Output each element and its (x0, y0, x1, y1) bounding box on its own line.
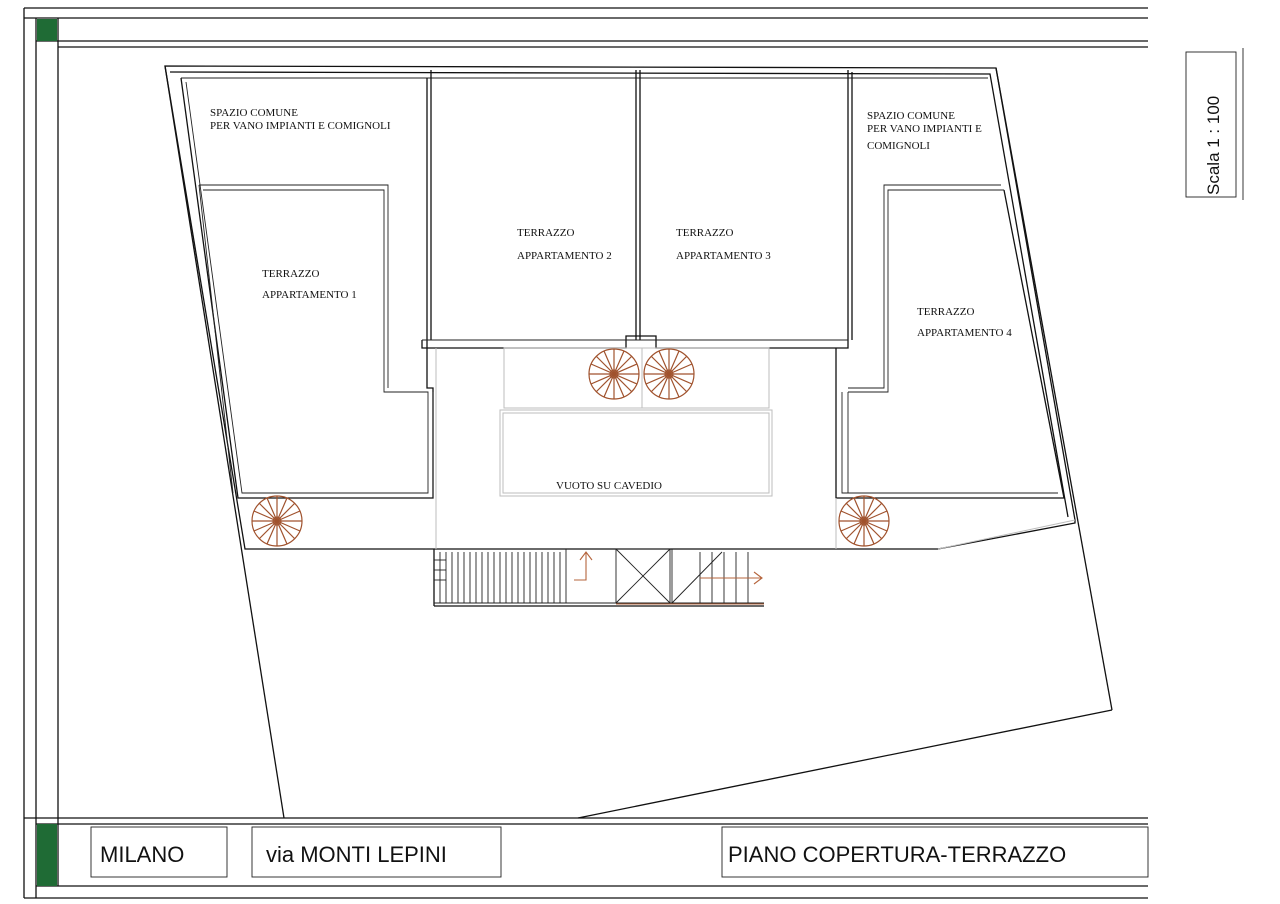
common-space-left-line-2: PER VANO IMPIANTI E COMIGNOLI (210, 120, 391, 132)
terrace-3-title: TERRAZZO (676, 227, 733, 239)
scale-box: Scala 1 : 100 (1185, 48, 1244, 200)
main-staircase (433, 548, 764, 607)
plot-outline (164, 65, 1113, 819)
terrace-1-title: TERRAZZO (262, 268, 319, 280)
common-space-right-line-2: PER VANO IMPIANTI E (867, 123, 982, 135)
terrace-4-title: TERRAZZO (917, 306, 974, 318)
city-label: MILANO (100, 842, 184, 867)
void-label: VUOTO SU CAVEDIO (556, 480, 662, 492)
terrace-2-title: TERRAZZO (517, 227, 574, 239)
spiral-stair-4 (838, 495, 890, 547)
building-walls (164, 65, 1076, 550)
common-space-right-line-3: COMIGNOLI (867, 140, 930, 152)
terrace-4-apartment: APPARTAMENTO 4 (917, 327, 1012, 339)
room-labels: SPAZIO COMUNE PER VANO IMPIANTI E COMIGN… (210, 107, 1012, 492)
courtyard-area (435, 347, 1076, 550)
terrace-3-apartment: APPARTAMENTO 3 (676, 250, 771, 262)
title-block: MILANO via MONTI LEPINI PIANO COPERTURA-… (90, 826, 1149, 878)
address-label: via MONTI LEPINI (266, 842, 447, 867)
spiral-stair-3 (643, 348, 695, 400)
spiral-stair-1 (251, 495, 303, 547)
common-space-right-line-1: SPAZIO COMUNE (867, 110, 955, 122)
terrace-1-apartment: APPARTAMENTO 1 (262, 289, 357, 301)
spiral-stair-2 (588, 348, 640, 400)
common-space-left-line-1: SPAZIO COMUNE (210, 107, 298, 119)
spiral-stairs (251, 348, 890, 547)
terrace-2-apartment: APPARTAMENTO 2 (517, 250, 612, 262)
scale-label: Scala 1 : 100 (1204, 96, 1223, 195)
frame-accent-top (37, 19, 57, 41)
sheet-title: PIANO COPERTURA-TERRAZZO (728, 842, 1066, 867)
frame-accent-bottom (37, 824, 57, 886)
sheet-frame (23, 7, 1148, 899)
